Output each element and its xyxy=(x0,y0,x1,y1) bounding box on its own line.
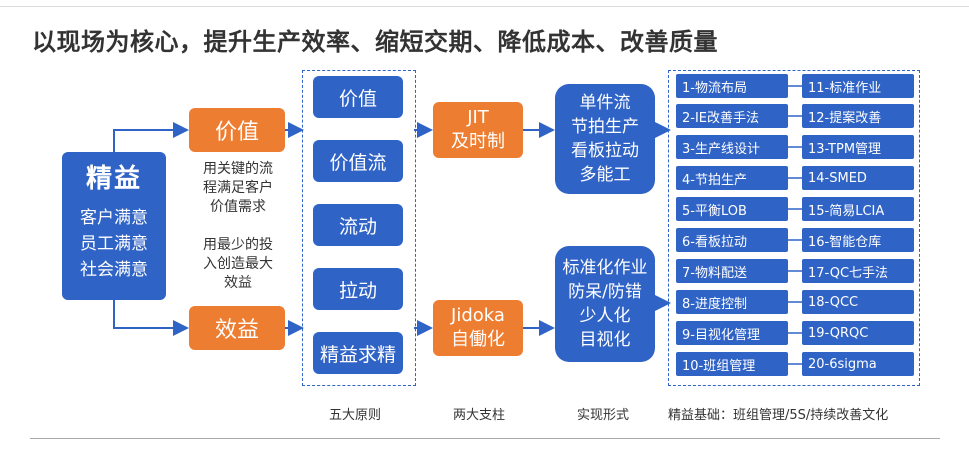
caption-principles: 五大原则 xyxy=(329,408,382,423)
principle-box: 价值 xyxy=(313,76,403,118)
lean-core-line: 社会满意 xyxy=(80,260,148,280)
benefit-description: 用最少的投 入创造最大 效益 xyxy=(203,237,273,291)
five-principles-frame xyxy=(302,70,416,386)
foundation-item: 18-QCC xyxy=(802,290,914,314)
foundation-item: 2-IE改善手法 xyxy=(676,104,788,128)
foundation-item: 16-智能仓库 xyxy=(802,228,914,252)
foundation-item: 11-标准作业 xyxy=(802,74,914,98)
foundation-item: 14-SMED xyxy=(802,166,914,190)
foundation-item: 17-QC七手法 xyxy=(802,259,914,283)
foundation-item: 20-6sigma xyxy=(802,352,914,376)
foundation-item: 9-目视化管理 xyxy=(676,321,788,345)
lean-core-heading: 精益 xyxy=(85,164,142,194)
foundation-item: 8-进度控制 xyxy=(676,290,788,314)
foundation-item: 5-平衡LOB xyxy=(676,197,788,221)
foundation-item: 1-物流布局 xyxy=(676,74,788,98)
foundation-item: 6-看板拉动 xyxy=(676,228,788,252)
foundation-item: 3-生产线设计 xyxy=(676,135,788,159)
top-divider xyxy=(0,6,969,7)
foundation-item: 10-班组管理 xyxy=(676,352,788,376)
principle-box: 精益求精 xyxy=(313,332,403,374)
pillar-jidoka-box: Jidoka 自働化 xyxy=(433,300,523,356)
lean-core-box: 精益 客户满意 员工满意 社会满意 xyxy=(62,152,166,300)
foundation-item: 13-TPM管理 xyxy=(802,135,914,159)
foundation-item: 7-物料配送 xyxy=(676,259,788,283)
form-jit-box: 单件流 节拍生产 看板拉动 多能工 xyxy=(555,84,655,194)
value-description: 用关键的流 程满足客户 价值需求 xyxy=(203,161,273,215)
pillar-jit-box: JIT 及时制 xyxy=(433,102,523,158)
principle-box: 价值流 xyxy=(313,140,403,182)
foundation-frame xyxy=(668,70,920,386)
foundation-item: 19-QRQC xyxy=(802,321,914,345)
page-title: 以现场为核心，提升生产效率、缩短交期、降低成本、改善质量 xyxy=(32,28,718,56)
form-jidoka-box: 标准化作业 防呆/防错 少人化 目视化 xyxy=(555,246,655,362)
lean-core-line: 员工满意 xyxy=(80,234,148,254)
principle-box: 流动 xyxy=(313,204,403,246)
bottom-divider xyxy=(30,438,940,439)
caption-foundation: 精益基础：班组管理/5S/持续改善文化 xyxy=(668,408,889,423)
value-box: 价值 xyxy=(189,108,285,152)
principle-box: 拉动 xyxy=(313,268,403,310)
foundation-item: 15-简易LCIA xyxy=(802,197,914,221)
caption-forms: 实现形式 xyxy=(577,408,630,423)
benefit-box: 效益 xyxy=(189,306,285,350)
caption-pillars: 两大支柱 xyxy=(453,408,506,423)
foundation-item: 12-提案改善 xyxy=(802,104,914,128)
lean-core-line: 客户满意 xyxy=(80,208,148,228)
foundation-item: 4-节拍生产 xyxy=(676,166,788,190)
